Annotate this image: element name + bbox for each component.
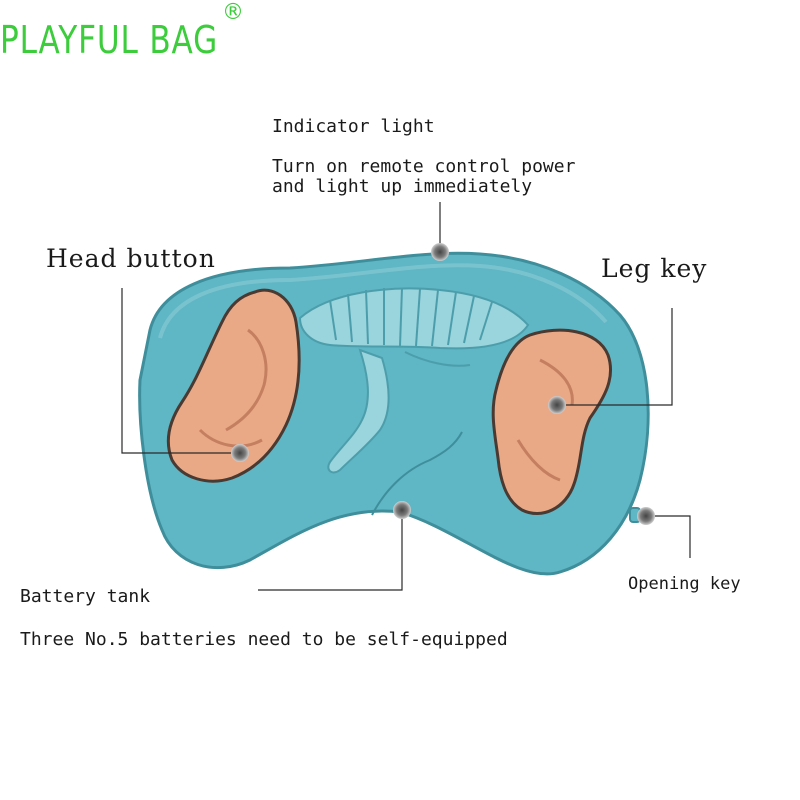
opening-key-label: Opening key bbox=[628, 574, 741, 594]
leg-key-label: Leg key bbox=[601, 254, 708, 283]
battery-tank-label: Battery tank bbox=[20, 586, 151, 607]
indicator-description-line-2: and light up immediately bbox=[272, 176, 533, 197]
battery-description: Three No.5 batteries need to be self-equ… bbox=[20, 629, 508, 650]
registered-mark: ® bbox=[222, 0, 244, 25]
brand-logo: PLAYFUL BAG bbox=[0, 18, 219, 62]
head-button[interactable] bbox=[166, 288, 301, 483]
indicator-light-label: Indicator light bbox=[272, 116, 435, 137]
leg-key-button[interactable] bbox=[491, 328, 613, 516]
skeleton-relief bbox=[298, 287, 530, 474]
callout-dots bbox=[231, 243, 655, 525]
indicator-description-line-1: Turn on remote control power bbox=[272, 156, 576, 177]
head-button-label: Head button bbox=[46, 244, 216, 273]
